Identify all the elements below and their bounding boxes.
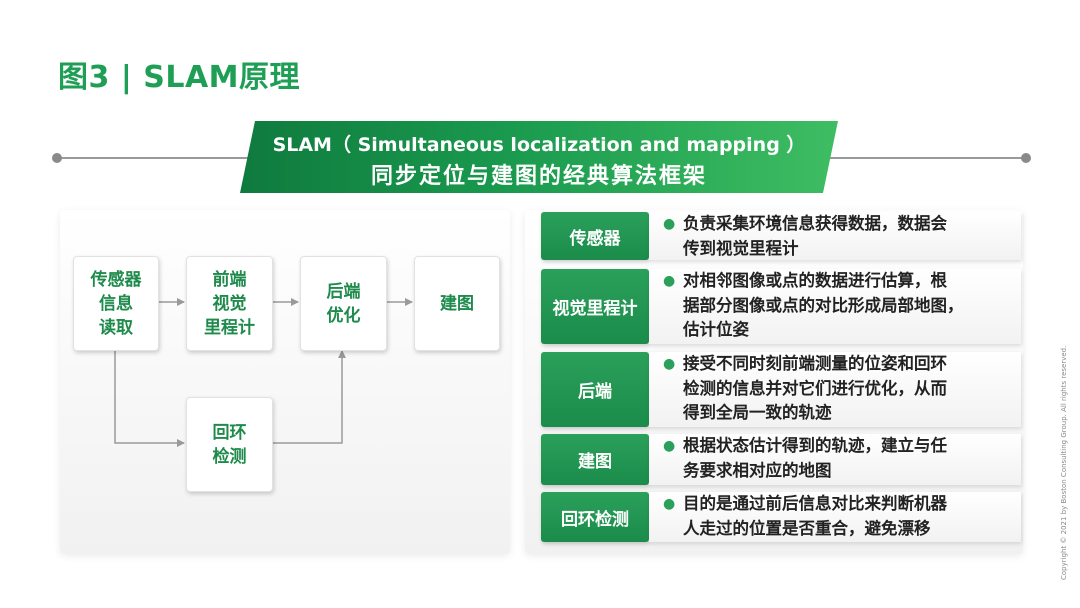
bullet-icon: ● xyxy=(663,438,676,454)
flow-box-front-end: 前端 视觉 里程计 xyxy=(186,256,273,351)
row-label-back-end: 后端 xyxy=(541,352,649,427)
bullet-icon: ● xyxy=(663,216,676,232)
flow-box-back-end: 后端 优化 xyxy=(300,256,387,351)
row-label-visual-odometry: 视觉里程计 xyxy=(541,269,649,344)
arrow-loop-to-backend xyxy=(271,350,346,444)
row-desc-mapping: ● 根据状态估计得到的轨迹，建立与任 务要求相对应的地图 xyxy=(649,434,1021,485)
row-text-loop-detect: 目的是通过前后信息对比来判断机器 人走过的位置是否重合，避免漂移 xyxy=(683,494,947,538)
rule-dot-right xyxy=(1021,153,1031,163)
bullet-icon: ● xyxy=(663,356,676,372)
arrow-sensor-to-loop xyxy=(114,349,185,447)
row-desc-sensor: ● 负责采集环境信息获得数据，数据会 传到视觉里程计 xyxy=(649,212,1021,260)
row-text-back-end: 接受不同时刻前端测量的位姿和回环 检测的信息并对它们进行优化，从而 得到全局一致… xyxy=(683,354,947,422)
row-desc-back-end: ● 接受不同时刻前端测量的位姿和回环 检测的信息并对它们进行优化，从而 得到全局… xyxy=(649,352,1021,427)
copyright-note: Copyright © 2021 by Boston Consulting Gr… xyxy=(1060,345,1068,580)
row-desc-loop-detect: ● 目的是通过前后信息对比来判断机器 人走过的位置是否重合，避免漂移 xyxy=(649,492,1021,542)
flow-box-loop-detect: 回环 检测 xyxy=(186,397,273,492)
banner-title-en: SLAM（ Simultaneous localization and mapp… xyxy=(272,134,806,156)
bullet-icon: ● xyxy=(663,496,676,512)
flow-box-mapping: 建图 xyxy=(414,256,500,351)
bullet-icon: ● xyxy=(663,273,676,289)
row-label-sensor: 传感器 xyxy=(541,212,649,260)
rule-dot-left xyxy=(52,153,62,163)
row-text-mapping: 根据状态估计得到的轨迹，建立与任 务要求相对应的地图 xyxy=(683,436,947,480)
flow-box-sensor-read: 传感器 信息 读取 xyxy=(73,256,159,351)
row-desc-visual-odometry: ● 对相邻图像或点的数据进行估算，根 据部分图像或点的对比形成局部地图， 估计位… xyxy=(649,269,1021,344)
row-label-mapping: 建图 xyxy=(541,434,649,485)
row-label-loop-detect: 回环检测 xyxy=(541,492,649,542)
row-text-visual-odometry: 对相邻图像或点的数据进行估算，根 据部分图像或点的对比形成局部地图， 估计位姿 xyxy=(683,271,964,339)
banner-title-cn: 同步定位与建图的经典算法框架 xyxy=(370,164,707,189)
row-text-sensor: 负责采集环境信息获得数据，数据会 传到视觉里程计 xyxy=(683,214,947,258)
page-title: 图3 | SLAM原理 xyxy=(58,60,301,95)
slam-banner: SLAM（ Simultaneous localization and mapp… xyxy=(240,121,838,193)
